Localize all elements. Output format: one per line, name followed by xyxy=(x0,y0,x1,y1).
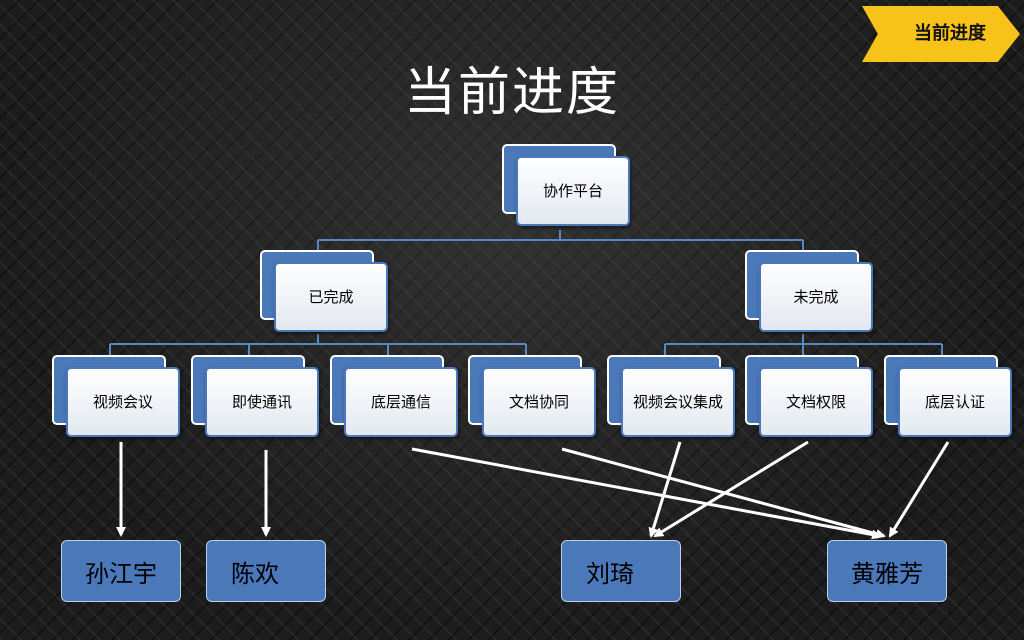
node-video-conference: 视频会议 xyxy=(52,355,180,437)
node-video-conference-label: 视频会议 xyxy=(66,367,180,437)
node-todo-label: 未完成 xyxy=(759,262,873,332)
person-liu-qi: 刘琦 xyxy=(561,540,681,602)
person-chen-huan: 陈欢 xyxy=(206,540,326,602)
node-document-permissions-label: 文档权限 xyxy=(759,367,873,437)
arrow-videoint-to-liu xyxy=(648,441,682,538)
assignment-arrows xyxy=(116,440,950,540)
node-document-collaboration: 文档协同 xyxy=(468,355,596,437)
node-base-authentication: 底层认证 xyxy=(884,355,1012,437)
progress-tag-arrow xyxy=(862,6,1020,62)
node-root-label: 协作平台 xyxy=(516,156,630,226)
node-instant-messaging: 即使通讯 xyxy=(191,355,319,437)
progress-tag-label: 当前进度 xyxy=(914,23,986,44)
node-base-authentication-label: 底层认证 xyxy=(898,367,1012,437)
node-done-label: 已完成 xyxy=(274,262,388,332)
node-base-communication: 底层通信 xyxy=(330,355,458,437)
node-document-permissions: 文档权限 xyxy=(745,355,873,437)
node-base-communication-label: 底层通信 xyxy=(344,367,458,437)
node-done: 已完成 xyxy=(260,250,388,332)
tree-connectors xyxy=(109,230,943,357)
node-video-integration: 视频会议集成 xyxy=(607,355,735,437)
node-document-collaboration-label: 文档协同 xyxy=(482,367,596,437)
slide-title: 当前进度 xyxy=(403,63,620,123)
arrow-collab-to-huang xyxy=(561,447,886,539)
node-todo: 未完成 xyxy=(745,250,873,332)
node-instant-messaging-label: 即使通讯 xyxy=(205,367,319,437)
node-root: 协作平台 xyxy=(502,144,630,226)
person-huang-yafang: 黄雅芳 xyxy=(827,540,947,602)
person-sun-jiangyu: 孙江宇 xyxy=(61,540,181,602)
node-video-integration-label: 视频会议集成 xyxy=(621,367,735,437)
arrow-docperm-to-liu xyxy=(653,440,809,538)
arrow-comm-to-huang xyxy=(411,447,882,540)
arrow-auth-to-huang xyxy=(888,441,950,538)
